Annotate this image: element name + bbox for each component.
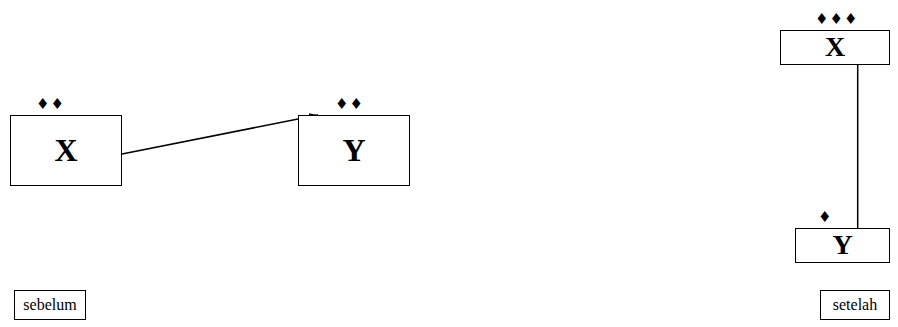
token-marks: ♦♦♦ bbox=[815, 12, 858, 27]
phase-label-box: sebelum bbox=[14, 290, 86, 320]
state-letter: Y bbox=[832, 230, 852, 261]
phase-label: sebelum bbox=[23, 296, 76, 314]
connector-line bbox=[857, 65, 859, 228]
state-letter: Y bbox=[342, 133, 365, 168]
state-box: ♦♦X bbox=[10, 115, 122, 186]
phase-label-box: setelah bbox=[820, 290, 890, 320]
phase-label: setelah bbox=[833, 296, 877, 314]
state-letter: X bbox=[54, 133, 77, 168]
state-box: ♦♦♦X bbox=[780, 30, 890, 65]
token-marks: ♦♦ bbox=[335, 97, 364, 112]
transition-arrow bbox=[122, 115, 318, 154]
token-marks: ♦ bbox=[818, 210, 832, 225]
state-box: ♦Y bbox=[795, 228, 890, 263]
token-marks: ♦♦ bbox=[36, 97, 65, 112]
state-letter: X bbox=[825, 32, 845, 63]
state-box: ♦♦Y bbox=[298, 115, 410, 186]
